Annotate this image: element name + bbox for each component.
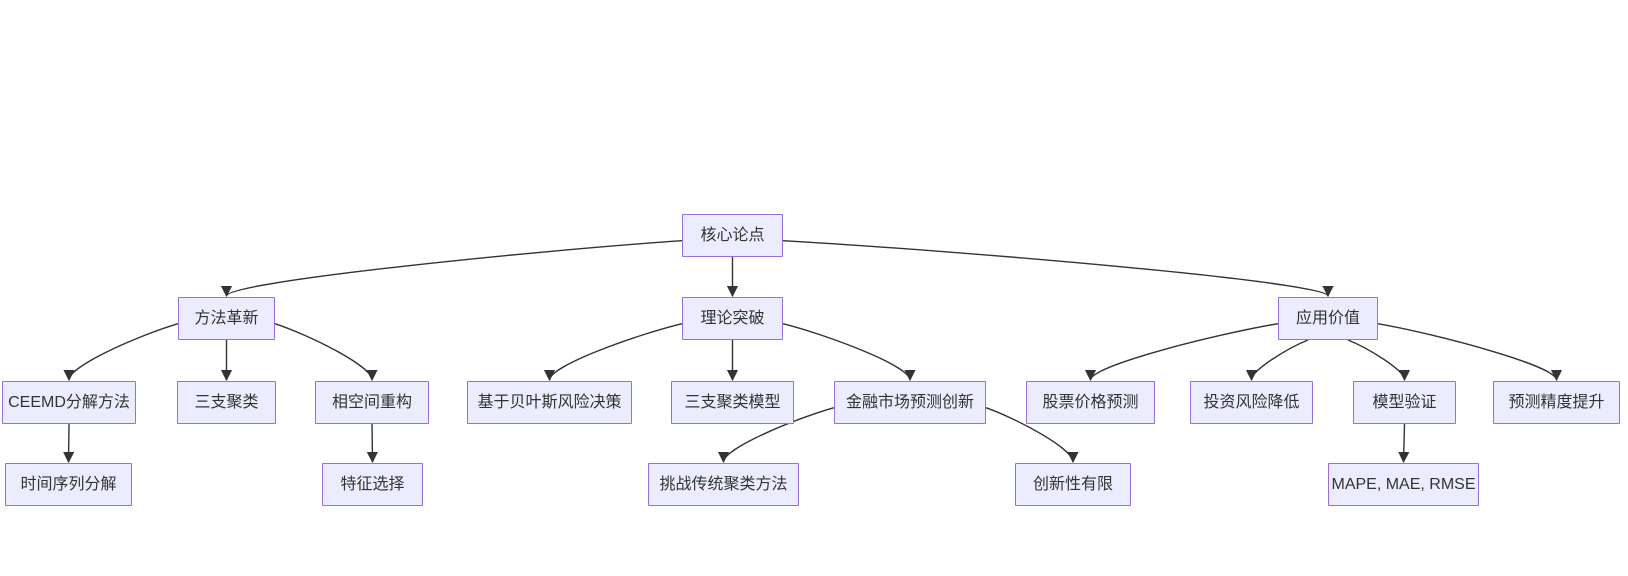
node-label: 时间序列分解 (20, 475, 117, 493)
edge-finance-limited (985, 407, 1079, 464)
node-validation: 模型验证 (1353, 381, 1456, 424)
node-label: 基于贝叶斯风险决策 (477, 393, 622, 411)
node-label: 金融市场预测创新 (845, 393, 974, 411)
node-limited: 创新性有限 (1015, 463, 1131, 506)
node-twc-model: 三支聚类模型 (671, 381, 794, 424)
node-timeseries: 时间序列分解 (5, 463, 132, 506)
node-bayes: 基于贝叶斯风险决策 (467, 381, 632, 424)
node-core: 核心论点 (682, 214, 783, 257)
edge-method-phase (274, 322, 378, 382)
node-label: 挑战传统聚类方法 (659, 475, 788, 493)
node-label: 相空间重构 (331, 393, 412, 411)
edge-method-ceemd (63, 322, 179, 382)
edge-theory-bayes (543, 322, 683, 382)
node-ceemd: CEEMD分解方法 (2, 381, 136, 424)
edge-value-stock (1084, 322, 1279, 382)
edge-core-method (221, 239, 683, 298)
node-label: 三支聚类模型 (684, 393, 781, 411)
node-label: 创新性有限 (1032, 475, 1113, 493)
node-label: 应用价值 (1295, 309, 1360, 327)
node-label: 特征选择 (340, 475, 405, 493)
edge-phase-feature (366, 423, 378, 464)
edge-value-accuracy (1377, 322, 1563, 382)
node-risk: 投资风险降低 (1190, 381, 1313, 424)
node-label: 股票价格预测 (1042, 393, 1139, 411)
edge-value-risk (1245, 339, 1309, 382)
node-threeway: 三支聚类 (177, 381, 276, 424)
node-theory: 理论突破 (682, 297, 783, 340)
node-label: MAPE, MAE, RMSE (1331, 475, 1476, 493)
edge-ceemd-timeseries (63, 423, 75, 464)
node-accuracy: 预测精度提升 (1493, 381, 1620, 424)
node-label: 投资风险降低 (1203, 393, 1300, 411)
node-stock: 股票价格预测 (1026, 381, 1155, 424)
node-metrics: MAPE, MAE, RMSE (1328, 463, 1479, 506)
edge-finance-challenge (717, 406, 835, 464)
node-label: 理论突破 (700, 309, 765, 327)
node-label: 预测精度提升 (1508, 393, 1605, 411)
edge-core-value (782, 239, 1334, 298)
edge-value-validation (1347, 339, 1411, 382)
node-label: 核心论点 (700, 226, 765, 244)
node-label: 模型验证 (1372, 393, 1437, 411)
node-label: CEEMD分解方法 (8, 393, 130, 411)
edge-validation-metrics (1398, 423, 1410, 464)
node-label: 方法革新 (194, 309, 259, 327)
node-finance: 金融市场预测创新 (834, 381, 986, 424)
node-label: 三支聚类 (194, 393, 259, 411)
node-method: 方法革新 (178, 297, 275, 340)
node-challenge: 挑战传统聚类方法 (648, 463, 799, 506)
edge-theory-finance (782, 322, 916, 382)
node-feature: 特征选择 (322, 463, 423, 506)
node-phase: 相空间重构 (315, 381, 429, 424)
node-value: 应用价值 (1278, 297, 1378, 340)
